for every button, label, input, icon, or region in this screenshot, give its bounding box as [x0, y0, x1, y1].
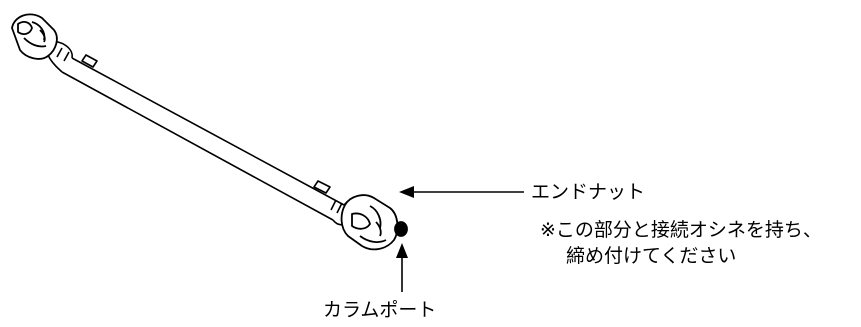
note-line-1: ※この部分と接続オシネを持ち、 [540, 219, 822, 241]
column-port-opening [394, 221, 408, 237]
column-port-label: カラムポート [323, 299, 437, 321]
bottom-end-nut [340, 194, 408, 251]
top-end-nut [11, 13, 58, 60]
note-line-2: 締め付けてください [566, 245, 737, 267]
end-nut-label: エンドナット [531, 181, 646, 203]
column-tube [47, 40, 359, 226]
end-nut-arrow [399, 186, 524, 198]
column-port-arrow [396, 243, 408, 292]
